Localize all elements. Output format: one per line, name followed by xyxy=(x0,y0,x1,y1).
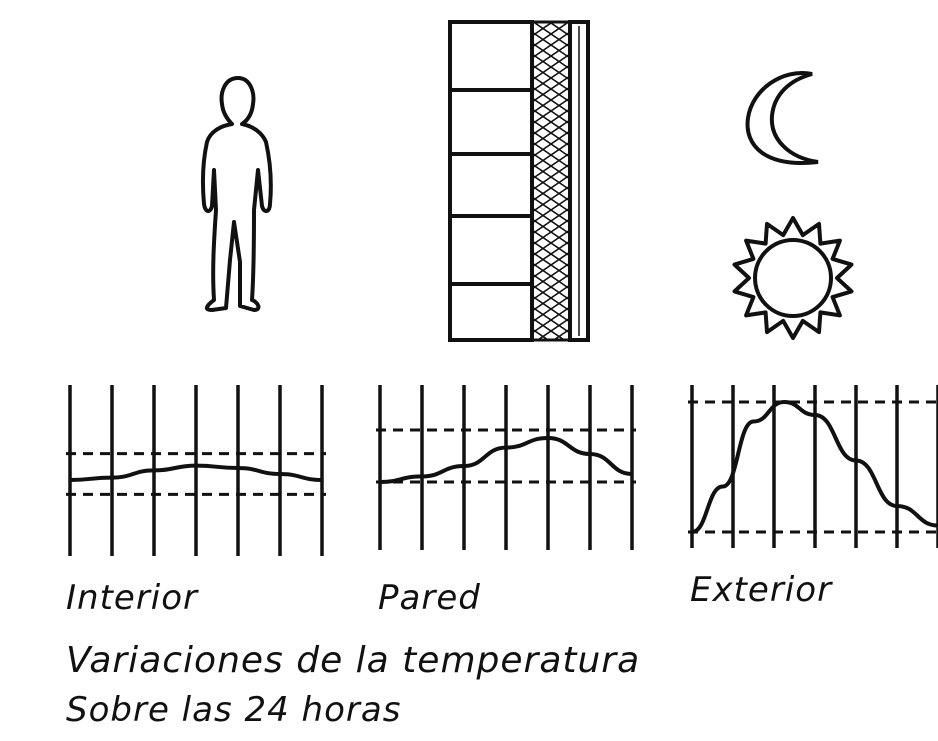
wall-block xyxy=(448,88,534,156)
chart-interior xyxy=(66,385,326,556)
wall-block xyxy=(448,214,534,286)
sun-icon xyxy=(732,216,854,340)
moon-icon xyxy=(745,71,819,165)
pared-label: Pared xyxy=(378,578,481,618)
caption-line-1: Variaciones de la temperatura xyxy=(66,640,641,681)
cladding-layer xyxy=(568,20,590,342)
chart-pared xyxy=(376,385,636,550)
insulation-hatch xyxy=(533,23,569,339)
temperature-charts xyxy=(66,385,938,556)
person-icon xyxy=(201,76,273,312)
caption-line-2: Sobre las 24 horas xyxy=(66,690,402,730)
wall-block xyxy=(448,282,534,342)
wall-block xyxy=(448,20,534,92)
interior-label: Interior xyxy=(66,578,199,618)
wall-section-icon xyxy=(448,20,590,342)
temperature-curve xyxy=(69,463,323,482)
temperature-curve xyxy=(379,435,633,484)
wall-block xyxy=(448,152,534,218)
temperature-curve xyxy=(691,399,938,534)
exterior-label: Exterior xyxy=(690,570,833,610)
sun-rays xyxy=(732,216,854,340)
chart-exterior xyxy=(688,385,938,548)
